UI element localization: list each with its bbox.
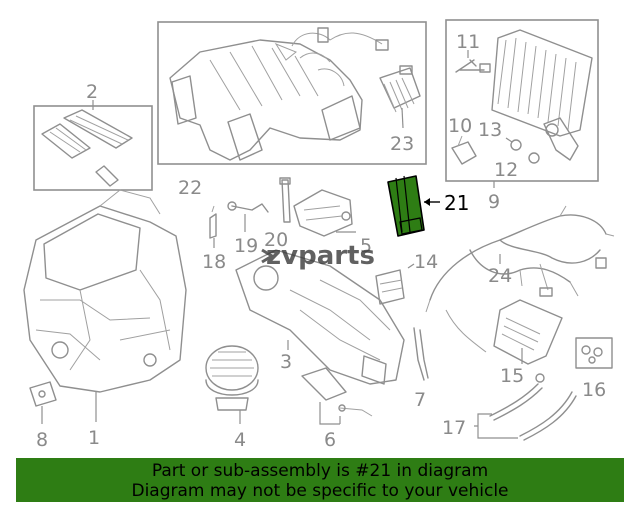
callout-11: 11 [456,31,480,53]
callout-21: 21 [444,191,469,215]
part-4-blower-motor[interactable] [205,345,259,411]
leader-23 [401,107,404,129]
callout-5: 5 [360,235,372,257]
leader-6 [319,402,341,425]
leader-14 [407,263,415,269]
callout-13: 13 [478,119,502,141]
callout-23: 23 [390,133,414,155]
part-19-sensor[interactable] [227,201,269,213]
zvparts-watermark: zvparts [261,241,375,271]
part-12-oring[interactable] [528,152,540,164]
part-8-cover[interactable] [29,381,57,407]
part-18-clip[interactable] [209,205,217,239]
watermark-text: zvparts [266,241,375,271]
callout-6: 6 [324,429,336,451]
callout-7: 7 [414,389,426,411]
part-22-wiring [274,27,389,61]
part-2-cabin-filter[interactable] [41,109,133,187]
callout-16: 16 [582,379,606,401]
banner-line-1: Part or sub-assembly is #21 in diagram [151,461,489,481]
part-5-actuator[interactable] [293,189,353,237]
part-21-highlighted[interactable] [387,175,440,237]
group-box-9 [445,19,599,182]
banner-line-2: Diagram may not be specific to your vehi… [131,481,509,501]
group-box-22 [157,21,427,165]
part-11-bolt[interactable] [455,59,491,73]
part-15-heater-core[interactable] [493,299,563,365]
part-20-bolt[interactable] [279,177,291,223]
part-14-control-module[interactable] [375,269,405,305]
part-9-evaporator[interactable] [491,29,593,161]
info-banner: Part or sub-assembly is #21 in diagram D… [16,458,624,502]
callout-14: 14 [414,251,438,273]
part-17-hoses[interactable] [489,373,577,441]
group-box-2 [33,105,153,191]
callout-22: 22 [178,177,202,199]
part-23-blower-resistor[interactable] [379,65,421,113]
leader-17 [474,413,518,439]
callout-2: 2 [86,81,98,103]
part-22-duct-housing[interactable] [169,39,363,161]
part-7-pipe[interactable] [413,327,429,381]
callout-18: 18 [202,251,226,273]
callout-24: 24 [488,265,512,287]
callout-9: 9 [488,191,500,213]
callout-4: 4 [234,429,246,451]
part-6-flap[interactable] [301,367,373,417]
callout-15: 15 [500,365,524,387]
callout-17: 17 [442,417,466,439]
callout-3: 3 [280,351,292,373]
callout-12: 12 [494,159,518,181]
part-24-wiring-harness[interactable] [425,205,615,353]
callout-1: 1 [88,427,100,449]
part-10-sensor[interactable] [451,135,477,165]
part-1-hvac-housing[interactable] [23,189,187,393]
callout-10: 10 [448,115,472,137]
callout-8: 8 [36,429,48,451]
callout-19: 19 [234,235,258,257]
part-16-seals[interactable] [575,337,613,369]
part-3-distribution-housing[interactable] [235,249,405,385]
part-13-oring[interactable] [505,137,522,151]
callout-20: 20 [264,229,288,251]
